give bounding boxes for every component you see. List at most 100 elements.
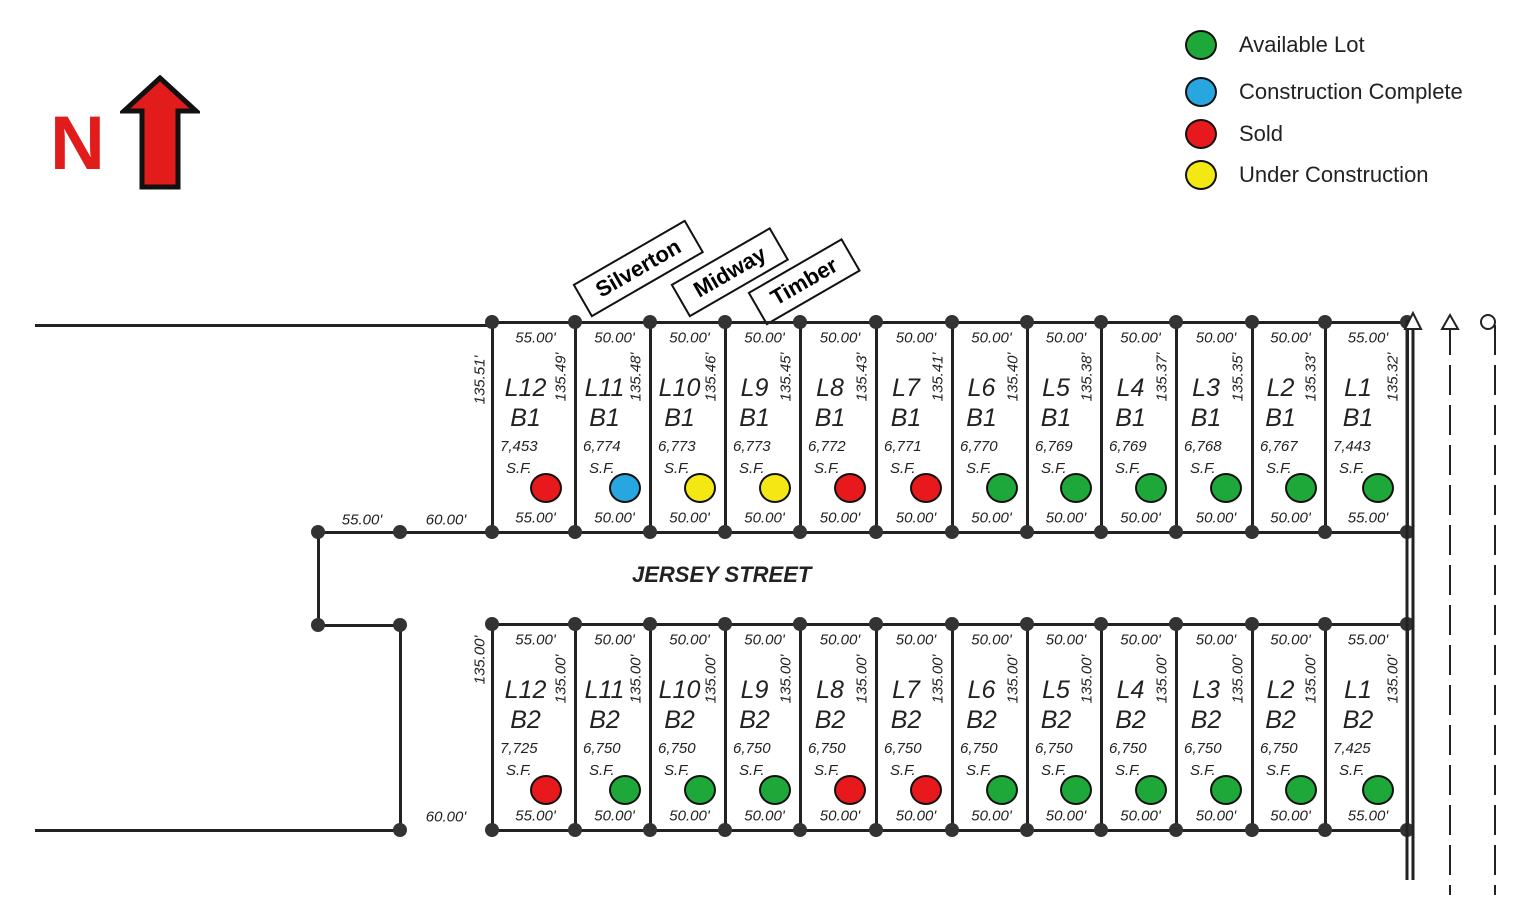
block-number: B2 <box>664 706 695 734</box>
survey-point <box>568 823 582 837</box>
boundary-line <box>1250 322 1254 532</box>
survey-point <box>1094 823 1108 837</box>
lot-area-unit: S.F. <box>1115 762 1141 779</box>
survey-point <box>869 823 883 837</box>
lot-depth-dim: 135.00' <box>1302 654 1320 704</box>
lot-area-unit: S.F. <box>506 460 532 477</box>
block-number: B1 <box>589 404 620 432</box>
boundary-line <box>723 322 727 532</box>
block1-left-depth: 135.51' <box>471 355 489 405</box>
status-dot-available-icon <box>1210 775 1242 805</box>
status-dot-available-icon <box>1284 473 1317 503</box>
lot-number: L6 <box>967 374 996 402</box>
lot-depth-dim: 135.48' <box>627 352 645 402</box>
boundary-line <box>490 624 494 830</box>
lot-area: 6,750 <box>1109 740 1147 757</box>
survey-point <box>1169 315 1183 329</box>
lot-depth-dim: 135.00' <box>627 654 645 704</box>
survey-point <box>1094 315 1108 329</box>
status-dot-construction-icon <box>683 473 716 503</box>
lot-depth-dim: 135.00' <box>1004 654 1022 704</box>
lot-number: L4 <box>1116 676 1145 704</box>
survey-point <box>568 617 582 631</box>
status-dot-sold-icon <box>834 775 866 805</box>
lot-area: 6,750 <box>1035 740 1073 757</box>
boundary-line <box>1099 322 1103 532</box>
lot-area: 7,425 <box>1333 740 1371 757</box>
survey-point <box>1020 823 1034 837</box>
status-dot-available-icon <box>1362 775 1394 805</box>
survey-point <box>393 618 407 632</box>
right-boundary <box>1403 310 1496 895</box>
lot-front-dim: 50.00' <box>971 631 1012 649</box>
lot-rear-dim: 50.00' <box>1270 509 1311 527</box>
lot-area-unit: S.F. <box>814 762 840 779</box>
lot-area: 6,750 <box>960 740 998 757</box>
lot-depth-dim: 135.40' <box>1004 352 1022 402</box>
lot-number: L8 <box>816 374 844 402</box>
block-number: B1 <box>1040 404 1072 432</box>
lot-area-unit: S.F. <box>664 762 690 779</box>
survey-point <box>1318 525 1332 539</box>
lot-depth-dim: 135.00' <box>1229 654 1247 704</box>
boundary-line <box>874 322 878 532</box>
lot-front-dim: 50.00' <box>895 329 937 347</box>
status-dot-sold-icon <box>834 473 866 503</box>
lot-area: 6,770 <box>960 438 998 455</box>
survey-point <box>1020 315 1034 329</box>
lot-depth-dim: 135.33' <box>1302 352 1320 402</box>
legend-item-sold: Sold <box>1185 119 1283 149</box>
lot-area: 6,774 <box>583 438 621 455</box>
legend-item-complete: Construction Complete <box>1185 77 1463 107</box>
block-number: B1 <box>1342 404 1374 432</box>
boundary-line <box>1025 624 1029 830</box>
survey-point <box>1169 823 1183 837</box>
survey-point <box>393 525 407 539</box>
lot-area: 6,773 <box>733 438 771 455</box>
lot-number: L10 <box>658 676 701 704</box>
lot-front-dim: 50.00' <box>1195 631 1237 649</box>
lot-depth-dim: 135.00' <box>929 654 947 704</box>
lot-area-unit: S.F. <box>1041 762 1067 779</box>
status-dot-complete-icon <box>608 473 641 503</box>
survey-point <box>1318 823 1332 837</box>
survey-point <box>1020 617 1034 631</box>
status-dot-construction-icon <box>758 473 791 503</box>
lot-number: L3 <box>1192 676 1220 704</box>
lot-number: L5 <box>1042 374 1070 402</box>
red-dot-icon <box>1185 119 1217 149</box>
lot-front-dim: 50.00' <box>669 631 710 649</box>
south-boundary-line <box>35 828 400 832</box>
lot-rear-dim: 50.00' <box>1045 807 1087 825</box>
block-number: B2 <box>814 706 846 734</box>
lot-depth-dim: 135.00' <box>552 654 570 704</box>
lot-front-dim: 50.00' <box>1120 329 1161 347</box>
block-number: B2 <box>1190 706 1222 734</box>
survey-point <box>793 525 807 539</box>
lot-depth-dim: 135.38' <box>1078 352 1096 402</box>
lot-area: 7,443 <box>1333 438 1371 455</box>
lot-front-dim: 55.00' <box>1347 631 1389 649</box>
block-number: B1 <box>510 404 541 432</box>
boundary-line <box>1099 624 1103 830</box>
survey-point <box>1318 315 1332 329</box>
survey-point <box>718 823 732 837</box>
lot-depth-dim: 135.43' <box>853 352 871 402</box>
block-number: B2 <box>966 706 997 734</box>
survey-point <box>393 823 407 837</box>
lot-front-dim: 50.00' <box>594 631 635 649</box>
survey-point <box>793 617 807 631</box>
boundary-line <box>950 624 954 830</box>
lot-number: L10 <box>658 374 701 402</box>
boundary-line <box>874 624 878 830</box>
lot-area: 6,750 <box>658 740 696 757</box>
lot-rear-dim: 55.00' <box>1347 807 1389 825</box>
lot-area: 6,771 <box>884 438 922 455</box>
lot-area-unit: S.F. <box>589 460 615 477</box>
status-dot-available-icon <box>683 775 716 805</box>
lot-rear-dim: 55.00' <box>515 509 556 527</box>
survey-point <box>718 315 732 329</box>
status-dot-available-icon <box>985 473 1018 503</box>
lot-depth-dim: 135.45' <box>777 352 795 402</box>
lot-area-unit: S.F. <box>739 762 765 779</box>
